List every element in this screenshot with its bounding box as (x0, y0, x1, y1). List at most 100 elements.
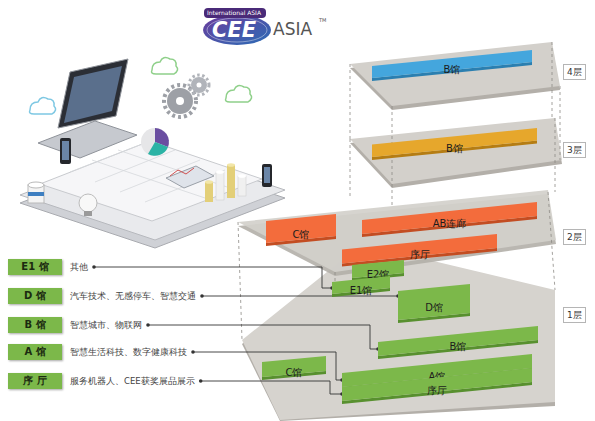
leader-dot (191, 350, 195, 354)
floor-guide-line (560, 86, 561, 160)
leader-group (92, 265, 334, 290)
legend-tag: D 馆 (8, 288, 62, 304)
hall-block: 序厅 (342, 368, 532, 401)
hall-block: 序厅 (342, 234, 497, 264)
tech-illustration (170, 168, 194, 176)
tech-illustration (262, 164, 272, 187)
tech-illustration (238, 174, 246, 178)
floor-name: 3层 (567, 144, 582, 156)
hall-block: C馆 (262, 356, 326, 377)
hall-top (362, 202, 537, 234)
logo-wordmark: ASIA (273, 19, 312, 39)
tech-illustration (226, 86, 252, 102)
leader-group (146, 323, 380, 351)
hall-block: B馆 (372, 50, 532, 78)
hall-block: E1馆 (332, 276, 390, 294)
legend-description: 汽车技术、无感停车、智慧交通 (70, 290, 196, 302)
floor-guide-line (238, 222, 242, 340)
hall-block: D馆 (398, 284, 470, 320)
hall-name: C馆 (286, 367, 303, 379)
floor-plate (242, 244, 555, 420)
hall-block: B馆 (378, 326, 538, 356)
hall-name: 序厅 (427, 385, 447, 397)
tech-illustration (64, 66, 122, 123)
tech-illustration (38, 121, 137, 158)
floor-tag: 2层 (563, 229, 586, 245)
floor-guide-line (392, 184, 393, 205)
legend-row: A 馆智慧生活科技、数字健康科技 (8, 344, 187, 360)
hall-name: 序厅 (410, 249, 430, 261)
logo-subtitle: International ASIA (207, 9, 261, 17)
floor-guide-line (548, 192, 555, 290)
tech-illustration (238, 176, 246, 196)
hall-name: D馆 (425, 302, 443, 314)
logo-wordmark: CEE (212, 19, 256, 41)
tech-illustration (167, 88, 193, 114)
floor-plate (238, 190, 556, 272)
tech-illustration (205, 180, 213, 184)
legend-tag: A 馆 (8, 344, 62, 360)
hall-top (266, 214, 336, 243)
floor-guide-line (552, 42, 553, 118)
floor-tag: 4层 (563, 64, 586, 80)
legend-tag: E1 馆 (8, 259, 62, 275)
leader-line (201, 381, 342, 394)
hall-name: B馆 (446, 143, 463, 155)
floor-plate (238, 42, 562, 421)
tech-illustration (148, 142, 168, 156)
hall-name: AB连廊 (433, 218, 467, 230)
tech-illustration (20, 58, 285, 248)
floor-tag: 3层 (563, 142, 586, 158)
hall-block: E2馆 (352, 260, 404, 278)
leader-line (193, 352, 342, 380)
tech-illustration (216, 170, 224, 174)
hall-block: C馆 (266, 214, 336, 243)
hall-top (342, 234, 497, 264)
tech-illustration (176, 97, 184, 105)
tech-illustration (28, 192, 44, 196)
tech-illustration (58, 59, 128, 128)
tech-illustration (152, 58, 178, 74)
hall-top (342, 368, 532, 401)
hall-top (372, 50, 532, 78)
floor-plate (350, 42, 560, 106)
logo-mark (204, 8, 266, 18)
floor-guide-line (350, 64, 351, 139)
tech-illustration (62, 141, 69, 160)
floor-plate (350, 118, 562, 184)
tech-illustration (264, 167, 270, 183)
logo-mark (203, 8, 271, 45)
floor-name: 4层 (567, 66, 582, 78)
leader-line (148, 325, 378, 349)
legend-row: D 馆汽车技术、无感停车、智慧交通 (8, 288, 196, 304)
floor-name: 2层 (567, 231, 582, 243)
floor-name: 1层 (567, 309, 582, 321)
legend-tag: B 馆 (8, 317, 62, 333)
tech-illustration (227, 165, 235, 198)
tech-illustration (191, 77, 207, 93)
tech-illustration (197, 83, 202, 88)
legend-description: 智慧城市、物联网 (70, 319, 142, 331)
leader-line (94, 267, 332, 288)
hall-top (372, 128, 537, 157)
leader-dot (199, 379, 203, 383)
hall-top (378, 326, 538, 356)
tech-illustration (60, 138, 71, 164)
floor-guide-line (555, 118, 556, 192)
logo-mark (203, 15, 271, 45)
legend-description: 智慧生活科技、数字健康科技 (70, 346, 187, 358)
legend-row: B 馆智慧城市、物联网 (8, 317, 142, 333)
leader-group (199, 379, 344, 396)
leader-dot (200, 294, 204, 298)
floor-guide-line (238, 42, 560, 340)
legend-description: 其他 (70, 261, 88, 273)
legend-row: E1 馆其他 (8, 259, 88, 275)
tech-illustration (189, 75, 209, 95)
leader-group (191, 350, 344, 382)
hall-name: C馆 (293, 229, 310, 241)
legend-tag: 序 厅 (8, 373, 62, 389)
leader-dot (92, 265, 96, 269)
legend-description: 服务机器人、CEE获奖展品展示 (70, 375, 195, 387)
logo-mark (207, 18, 267, 42)
trademark-sign: TM (319, 17, 326, 23)
